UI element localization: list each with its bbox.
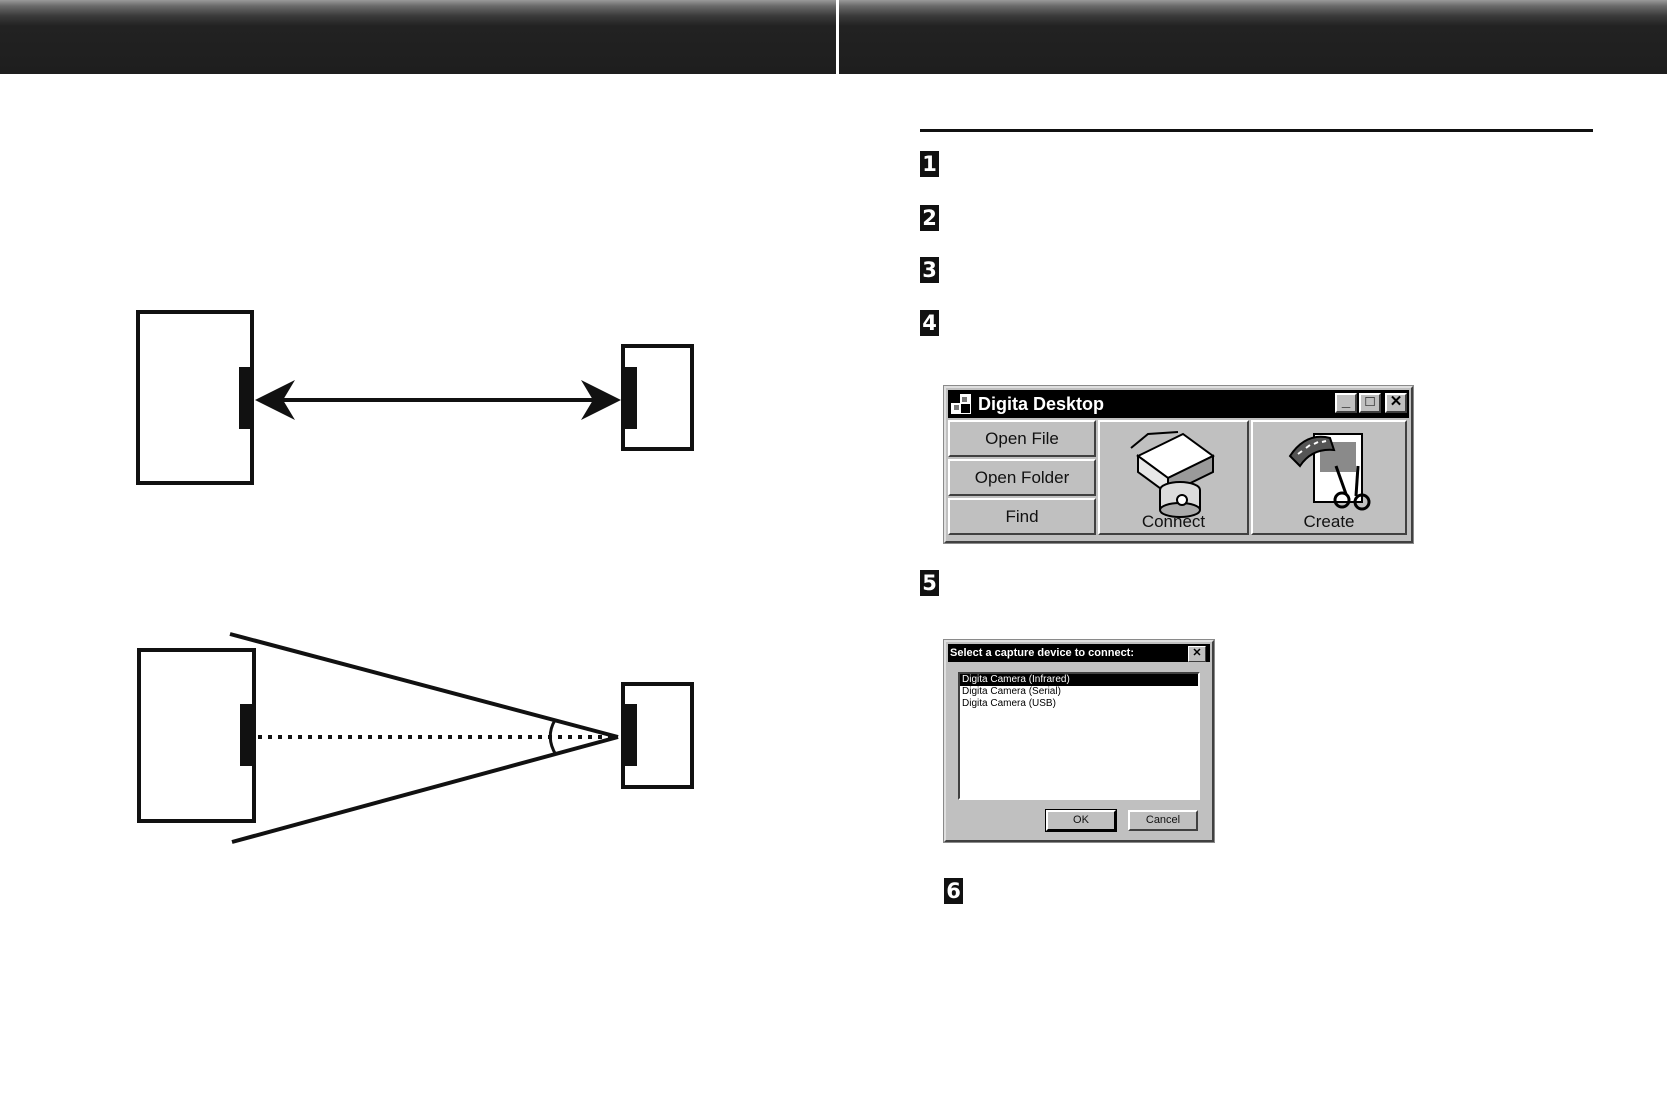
connect-button[interactable]: Connect — [1098, 420, 1249, 535]
dialog-close-icon[interactable]: ✕ — [1188, 646, 1206, 662]
create-label: Create — [1303, 512, 1355, 531]
cone-upper-line — [229, 632, 619, 739]
computer-box — [137, 648, 256, 823]
cancel-button[interactable]: Cancel — [1128, 810, 1198, 831]
connect-label: Connect — [1141, 512, 1206, 531]
device-list-item[interactable]: Digita Camera (USB) — [962, 698, 1056, 709]
infrared-diagrams — [136, 310, 694, 844]
create-button[interactable]: Create — [1251, 420, 1407, 535]
camera-ir-port — [623, 704, 637, 766]
device-list[interactable]: Digita Camera (Infrared) Digita Camera (… — [958, 672, 1200, 800]
window-title: Digita Desktop — [978, 394, 1105, 414]
maximize-icon[interactable]: □ — [1359, 393, 1381, 413]
device-list-item[interactable]: Digita Camera (Serial) — [962, 686, 1061, 697]
digita-desktop-window: Digita Desktop _ □ ✕ Open File Open Fold… — [944, 386, 1413, 543]
scanner-camera-icon — [1130, 431, 1215, 518]
step-number-2: 2 — [920, 205, 939, 231]
device-list-item[interactable]: Digita Camera (Infrared) — [960, 674, 1198, 686]
open-folder-button[interactable]: Open Folder — [948, 459, 1096, 496]
header-bar-left — [0, 0, 836, 74]
step-number-3: 3 — [920, 257, 939, 283]
computer-box — [136, 310, 254, 485]
film-scissors-icon — [1288, 433, 1371, 511]
open-file-button[interactable]: Open File — [948, 420, 1096, 457]
window-titlebar: Digita Desktop _ □ ✕ — [948, 390, 1409, 418]
step-number-1: 1 — [920, 151, 939, 177]
capture-device-dialog: Select a capture device to connect: ✕ Di… — [944, 640, 1214, 842]
camera-ir-port — [623, 367, 637, 429]
ok-button[interactable]: OK — [1045, 809, 1117, 832]
close-icon[interactable]: ✕ — [1385, 393, 1407, 413]
computer-ir-port — [240, 704, 254, 766]
section-rule — [920, 129, 1593, 132]
step-number-5: 5 — [920, 570, 939, 596]
dialog-titlebar: Select a capture device to connect: ✕ — [948, 644, 1210, 662]
step-number-6: 6 — [944, 878, 963, 904]
cone-lower-line — [231, 735, 619, 844]
header-bar-right — [839, 0, 1667, 74]
step-number-4: 4 — [920, 310, 939, 336]
dialog-title: Select a capture device to connect: — [950, 647, 1135, 659]
window-menu-icon[interactable] — [951, 394, 971, 414]
angle-diagram — [137, 632, 694, 844]
find-button[interactable]: Find — [948, 498, 1096, 535]
computer-ir-port — [239, 367, 252, 429]
angle-arc — [548, 719, 558, 756]
minimize-icon[interactable]: _ — [1335, 393, 1357, 413]
distance-diagram — [136, 310, 694, 485]
